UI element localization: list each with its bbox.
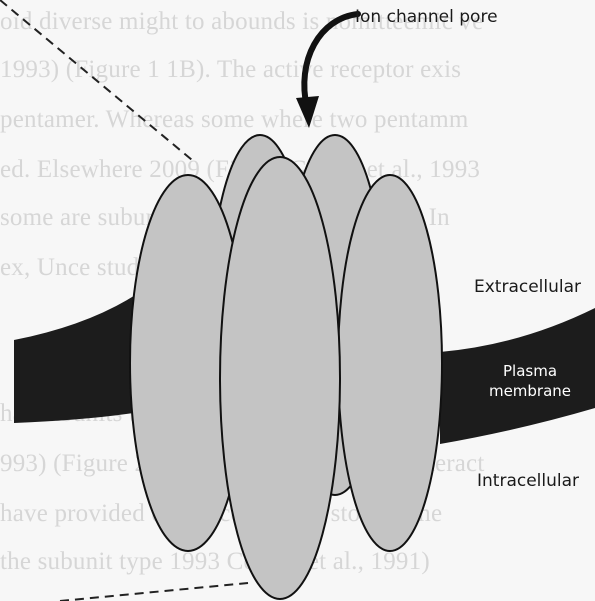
- pore-arrow: [304, 14, 358, 108]
- pore-arrowhead: [296, 96, 319, 128]
- subunit-front: [220, 157, 340, 599]
- intracellular-label: Intracellular: [477, 471, 579, 491]
- subunit-right: [338, 175, 442, 551]
- plasma-membrane-label: Plasma membrane: [470, 361, 590, 401]
- dashed-line-bottom: [60, 583, 248, 601]
- dashed-line-top: [0, 0, 192, 160]
- ion-channel-pore-label: Ion channel pore: [355, 7, 498, 27]
- extracellular-label: Extracellular: [474, 277, 581, 297]
- plasma-membrane-left: [14, 292, 140, 423]
